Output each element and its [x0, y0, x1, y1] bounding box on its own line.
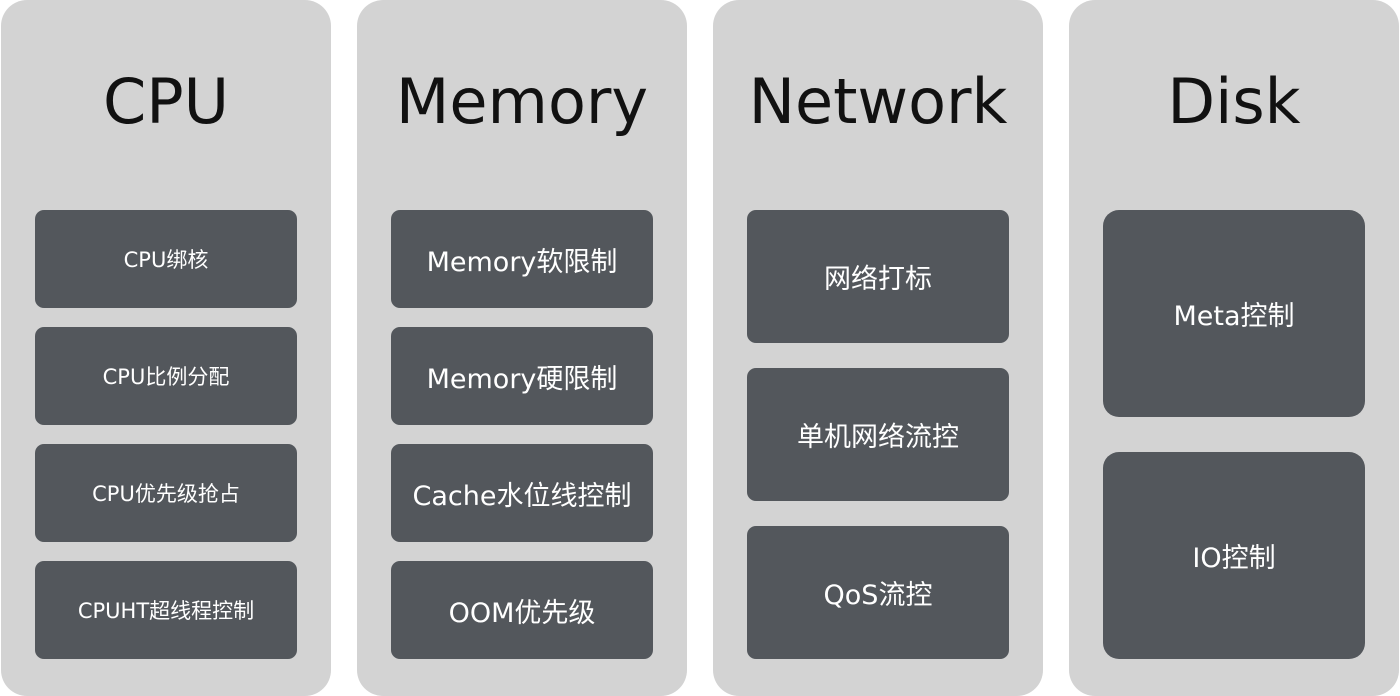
column-disk: Disk Meta控制 IO控制 [1069, 0, 1399, 696]
item-io-control: IO控制 [1103, 452, 1365, 659]
item-cpu-hyperthreading-control: CPUHT超线程控制 [35, 561, 297, 659]
item-oom-priority: OOM优先级 [391, 561, 653, 659]
column-title-disk: Disk [1167, 65, 1301, 138]
column-title-network: Network [748, 65, 1008, 138]
column-network: Network 网络打标 单机网络流控 QoS流控 [713, 0, 1043, 696]
item-cpu-ratio-allocation: CPU比例分配 [35, 327, 297, 425]
item-qos-flow-control: QoS流控 [747, 526, 1009, 659]
item-memory-soft-limit: Memory软限制 [391, 210, 653, 308]
column-cpu: CPU CPU绑核 CPU比例分配 CPU优先级抢占 CPUHT超线程控制 [1, 0, 331, 696]
item-network-marking: 网络打标 [747, 210, 1009, 343]
item-cache-watermark-control: Cache水位线控制 [391, 444, 653, 542]
item-host-network-flow-control: 单机网络流控 [747, 368, 1009, 501]
column-title-cpu: CPU [102, 65, 230, 138]
column-title-memory: Memory [395, 65, 649, 138]
item-meta-control: Meta控制 [1103, 210, 1365, 417]
item-cpu-binding: CPU绑核 [35, 210, 297, 308]
item-cpu-priority-preemption: CPU优先级抢占 [35, 444, 297, 542]
column-memory: Memory Memory软限制 Memory硬限制 Cache水位线控制 OO… [357, 0, 687, 696]
item-memory-hard-limit: Memory硬限制 [391, 327, 653, 425]
